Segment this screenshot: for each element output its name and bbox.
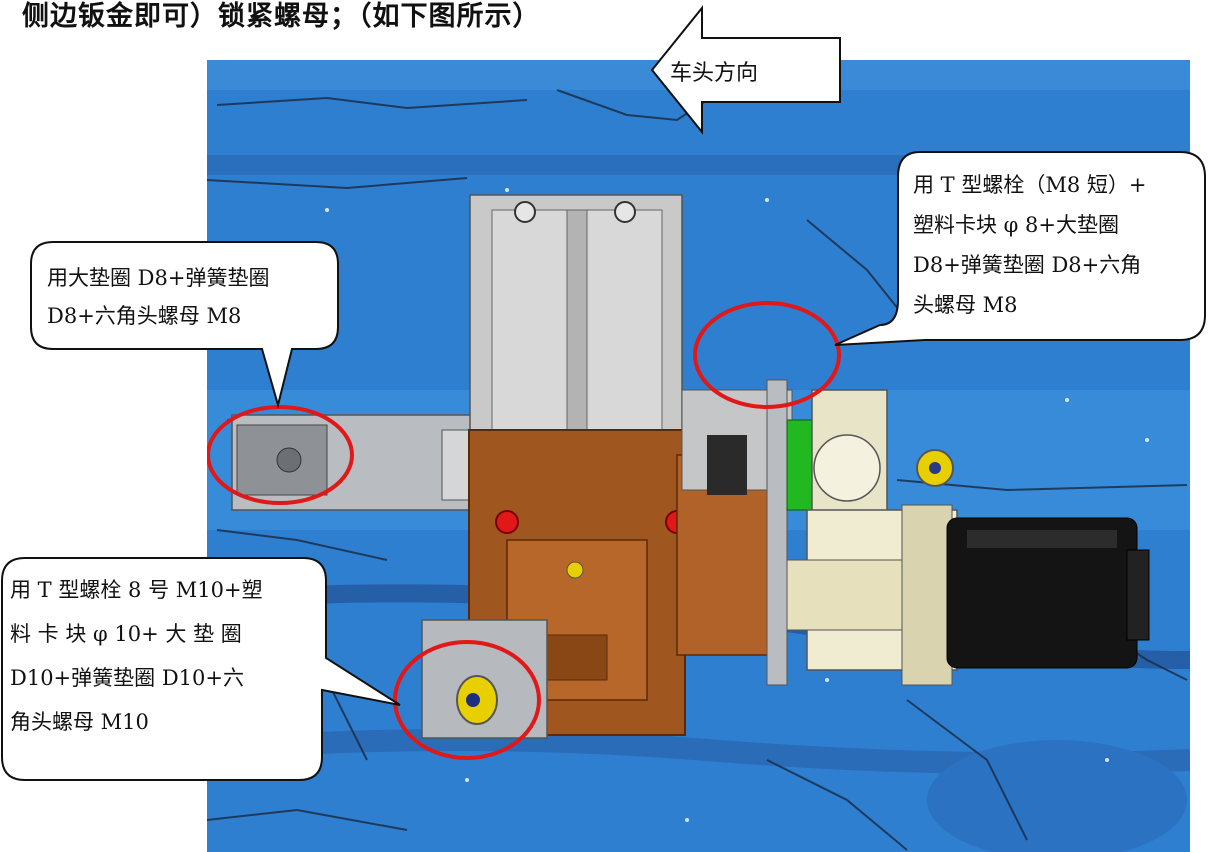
- highlight-left: [207, 405, 354, 505]
- callout-top-right-line-2: 塑料卡块 φ 8+大垫圈: [913, 213, 1119, 237]
- callout-bottom-left: 用 T 型螺栓 8 号 M10+塑 料 卡 块 φ 10+ 大 垫 圈 D10+…: [1, 557, 401, 781]
- callout-bottom-left-line-3: D10+弹簧垫圈 D10+六: [10, 666, 244, 690]
- callout-bottom-left-line-1: 用 T 型螺栓 8 号 M10+塑: [10, 578, 263, 602]
- callout-bottom-left-line-4: 角头螺母 M10: [10, 710, 149, 734]
- callout-left-line-1: 用大垫圈 D8+弹簧垫圈: [47, 266, 269, 290]
- direction-label: 车头方向: [670, 61, 758, 86]
- callout-bottom-left-line-2: 料 卡 块 φ 10+ 大 垫 圈: [10, 622, 242, 646]
- direction-arrow: 车头方向: [650, 5, 841, 135]
- callout-left: 用大垫圈 D8+弹簧垫圈 D8+六角头螺母 M8: [30, 241, 339, 409]
- highlight-bottom-left: [393, 640, 541, 760]
- callout-top-right-line-4: 头螺母 M8: [913, 293, 1018, 317]
- section-heading: 侧边钣金即可）锁紧螺母；（如下图所示）: [22, 1, 541, 32]
- callout-top-right-line-3: D8+弹簧垫圈 D8+六角: [913, 253, 1141, 277]
- highlight-top-right: [693, 301, 841, 409]
- callout-top-right-line-1: 用 T 型螺栓（M8 短）+: [913, 173, 1147, 197]
- callout-left-line-2: D8+六角头螺母 M8: [47, 304, 241, 328]
- callout-top-right: 用 T 型螺栓（M8 短）+ 塑料卡块 φ 8+大垫圈 D8+弹簧垫圈 D8+六…: [834, 151, 1206, 346]
